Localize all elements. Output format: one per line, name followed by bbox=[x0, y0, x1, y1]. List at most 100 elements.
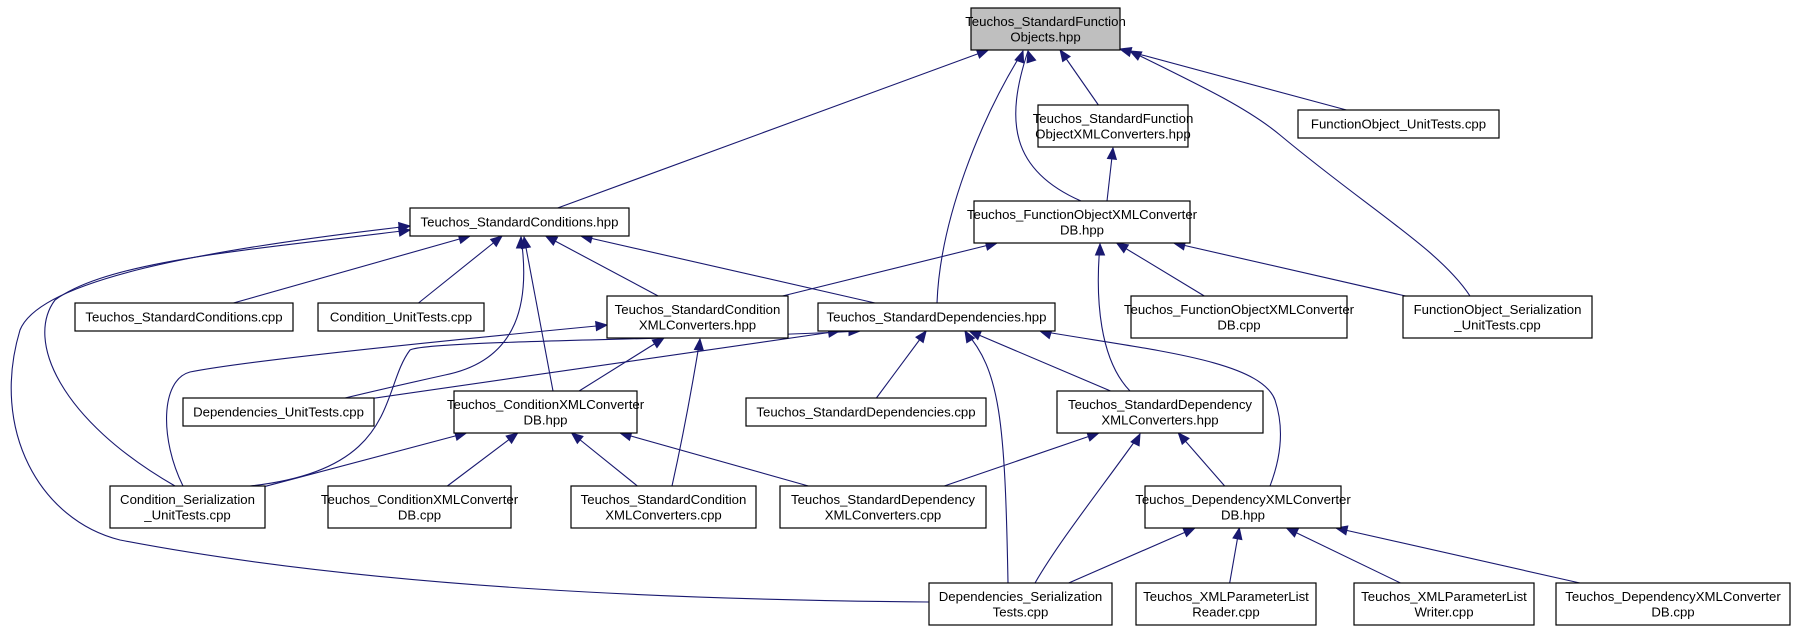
node-label: Teuchos_ConditionXMLConverter bbox=[321, 492, 519, 507]
arrowhead bbox=[1094, 242, 1106, 256]
arrowhead bbox=[1118, 46, 1133, 58]
node-label: Condition_UnitTests.cpp bbox=[330, 310, 472, 325]
node-box bbox=[1037, 104, 1189, 148]
node-label: XMLConverters.hpp bbox=[639, 317, 756, 332]
node-label: Teuchos_StandardDependencies.hpp bbox=[827, 310, 1047, 325]
edge-condser-to-stdcond bbox=[44, 226, 412, 487]
node-label: FunctionObject_UnitTests.cpp bbox=[1311, 117, 1486, 132]
node-label: XMLConverters.hpp bbox=[1101, 412, 1218, 427]
edge-line bbox=[166, 324, 608, 487]
edge-stdcond-to-root bbox=[557, 49, 990, 209]
edge-line bbox=[964, 330, 1009, 584]
edge-line bbox=[578, 337, 665, 392]
node-box bbox=[1555, 582, 1791, 626]
edge-condser-to-scxml bbox=[166, 320, 609, 487]
node-box bbox=[453, 390, 638, 434]
edge-line bbox=[944, 432, 1099, 487]
edge-scxml-to-stdcond bbox=[544, 235, 659, 297]
node-box bbox=[1353, 582, 1535, 626]
edge-sdxml-to-foxmldb bbox=[1094, 242, 1131, 392]
node-sfoxml[interactable]: Teuchos_StandardFunctionObjectXMLConvert… bbox=[1033, 104, 1194, 148]
edge-cxmldbcpp-to-cxmldb bbox=[447, 432, 519, 487]
node-label: Reader.cpp bbox=[1192, 604, 1259, 619]
edge-line bbox=[936, 50, 1024, 304]
node-label: DB.cpp bbox=[1217, 317, 1260, 332]
node-label: ObjectXMLConverters.hpp bbox=[1035, 126, 1190, 141]
node-label: Teuchos_DependencyXMLConverter bbox=[1565, 589, 1781, 604]
node-scxml[interactable]: Teuchos_StandardConditionXMLConverters.h… bbox=[606, 295, 789, 339]
edge-line bbox=[1119, 48, 1347, 111]
edge-line bbox=[418, 235, 503, 304]
node-foser[interactable]: FunctionObject_Serialization_UnitTests.c… bbox=[1402, 295, 1593, 339]
arrowhead bbox=[570, 432, 584, 445]
node-box bbox=[745, 397, 987, 427]
edge-sfoxml-to-root bbox=[1059, 48, 1099, 106]
edge-line bbox=[969, 330, 1111, 392]
edge-xmlreader-to-dxmldb bbox=[1229, 526, 1243, 584]
node-label: Teuchos_XMLParameterList bbox=[1143, 589, 1309, 604]
node-box bbox=[606, 295, 789, 339]
edge-line bbox=[557, 49, 989, 209]
node-box bbox=[1135, 582, 1317, 626]
node-sdxml[interactable]: Teuchos_StandardDependencyXMLConverters.… bbox=[1056, 390, 1264, 434]
edge-condut-to-stdcond bbox=[418, 235, 504, 304]
edge-line bbox=[1039, 330, 1281, 487]
arrowhead bbox=[489, 235, 504, 248]
node-label: Teuchos_XMLParameterList bbox=[1361, 589, 1527, 604]
node-stdcond[interactable]: Teuchos_StandardConditions.hpp bbox=[409, 207, 630, 237]
node-stddep[interactable]: Teuchos_StandardDependencies.hpp bbox=[817, 302, 1056, 332]
arrowhead bbox=[1014, 49, 1025, 64]
edge-depser-to-stddep bbox=[964, 329, 1009, 584]
edge-foser-to-foxmldb bbox=[1172, 240, 1406, 297]
node-label: Dependencies_UnitTests.cpp bbox=[193, 405, 364, 420]
node-condser[interactable]: Condition_Serialization_UnitTests.cpp bbox=[109, 485, 266, 529]
node-fout[interactable]: FunctionObject_UnitTests.cpp bbox=[1297, 109, 1500, 139]
arrowhead bbox=[1115, 242, 1130, 254]
edge-line bbox=[447, 432, 518, 487]
node-scxmlcpp[interactable]: Teuchos_StandardConditionXMLConverters.c… bbox=[570, 485, 757, 529]
node-label: Teuchos_DependencyXMLConverter bbox=[1135, 492, 1351, 507]
graph-nodes: Teuchos_StandardFunctionObjects.hppTeuch… bbox=[74, 7, 1791, 626]
arrowhead bbox=[975, 49, 990, 59]
edge-cxmldb-to-stdcond bbox=[520, 235, 554, 392]
node-box bbox=[317, 302, 485, 332]
node-stdcondcpp[interactable]: Teuchos_StandardConditions.cpp bbox=[74, 302, 294, 332]
node-stddepcpp[interactable]: Teuchos_StandardDependencies.cpp bbox=[745, 397, 987, 427]
arrowhead bbox=[1106, 146, 1118, 160]
arrowhead bbox=[544, 235, 559, 247]
node-depsut[interactable]: Dependencies_UnitTests.cpp bbox=[182, 397, 375, 427]
node-label: Teuchos_StandardFunction bbox=[1033, 111, 1194, 126]
edge-line bbox=[580, 235, 876, 304]
edge-line bbox=[619, 432, 809, 487]
arrowhead bbox=[1285, 527, 1300, 538]
arrowhead bbox=[1026, 49, 1037, 64]
node-label: Teuchos_StandardConditions.cpp bbox=[85, 310, 282, 325]
edge-line bbox=[1286, 527, 1401, 584]
node-label: Teuchos_StandardDependencies.cpp bbox=[756, 405, 975, 420]
node-label: Teuchos_StandardDependency bbox=[791, 492, 975, 507]
edge-stdcondcpp-to-stdcond bbox=[233, 234, 472, 304]
edge-line bbox=[373, 330, 840, 399]
node-label: DB.hpp bbox=[1060, 222, 1104, 237]
node-label: Teuchos_StandardCondition bbox=[581, 492, 747, 507]
arrowhead bbox=[1182, 527, 1197, 538]
arrowhead bbox=[651, 337, 666, 349]
edge-scxml-to-foxmldb bbox=[782, 240, 999, 297]
edge-line bbox=[1097, 243, 1131, 392]
edge-line bbox=[523, 236, 554, 392]
node-sdxmlcpp[interactable]: Teuchos_StandardDependencyXMLConverters.… bbox=[779, 485, 987, 529]
node-condut[interactable]: Condition_UnitTests.cpp bbox=[317, 302, 485, 332]
edge-foxmldb-to-root bbox=[1015, 49, 1082, 202]
node-label: Teuchos_StandardCondition bbox=[615, 302, 781, 317]
node-label: Teuchos_FunctionObjectXMLConverter bbox=[967, 207, 1198, 222]
